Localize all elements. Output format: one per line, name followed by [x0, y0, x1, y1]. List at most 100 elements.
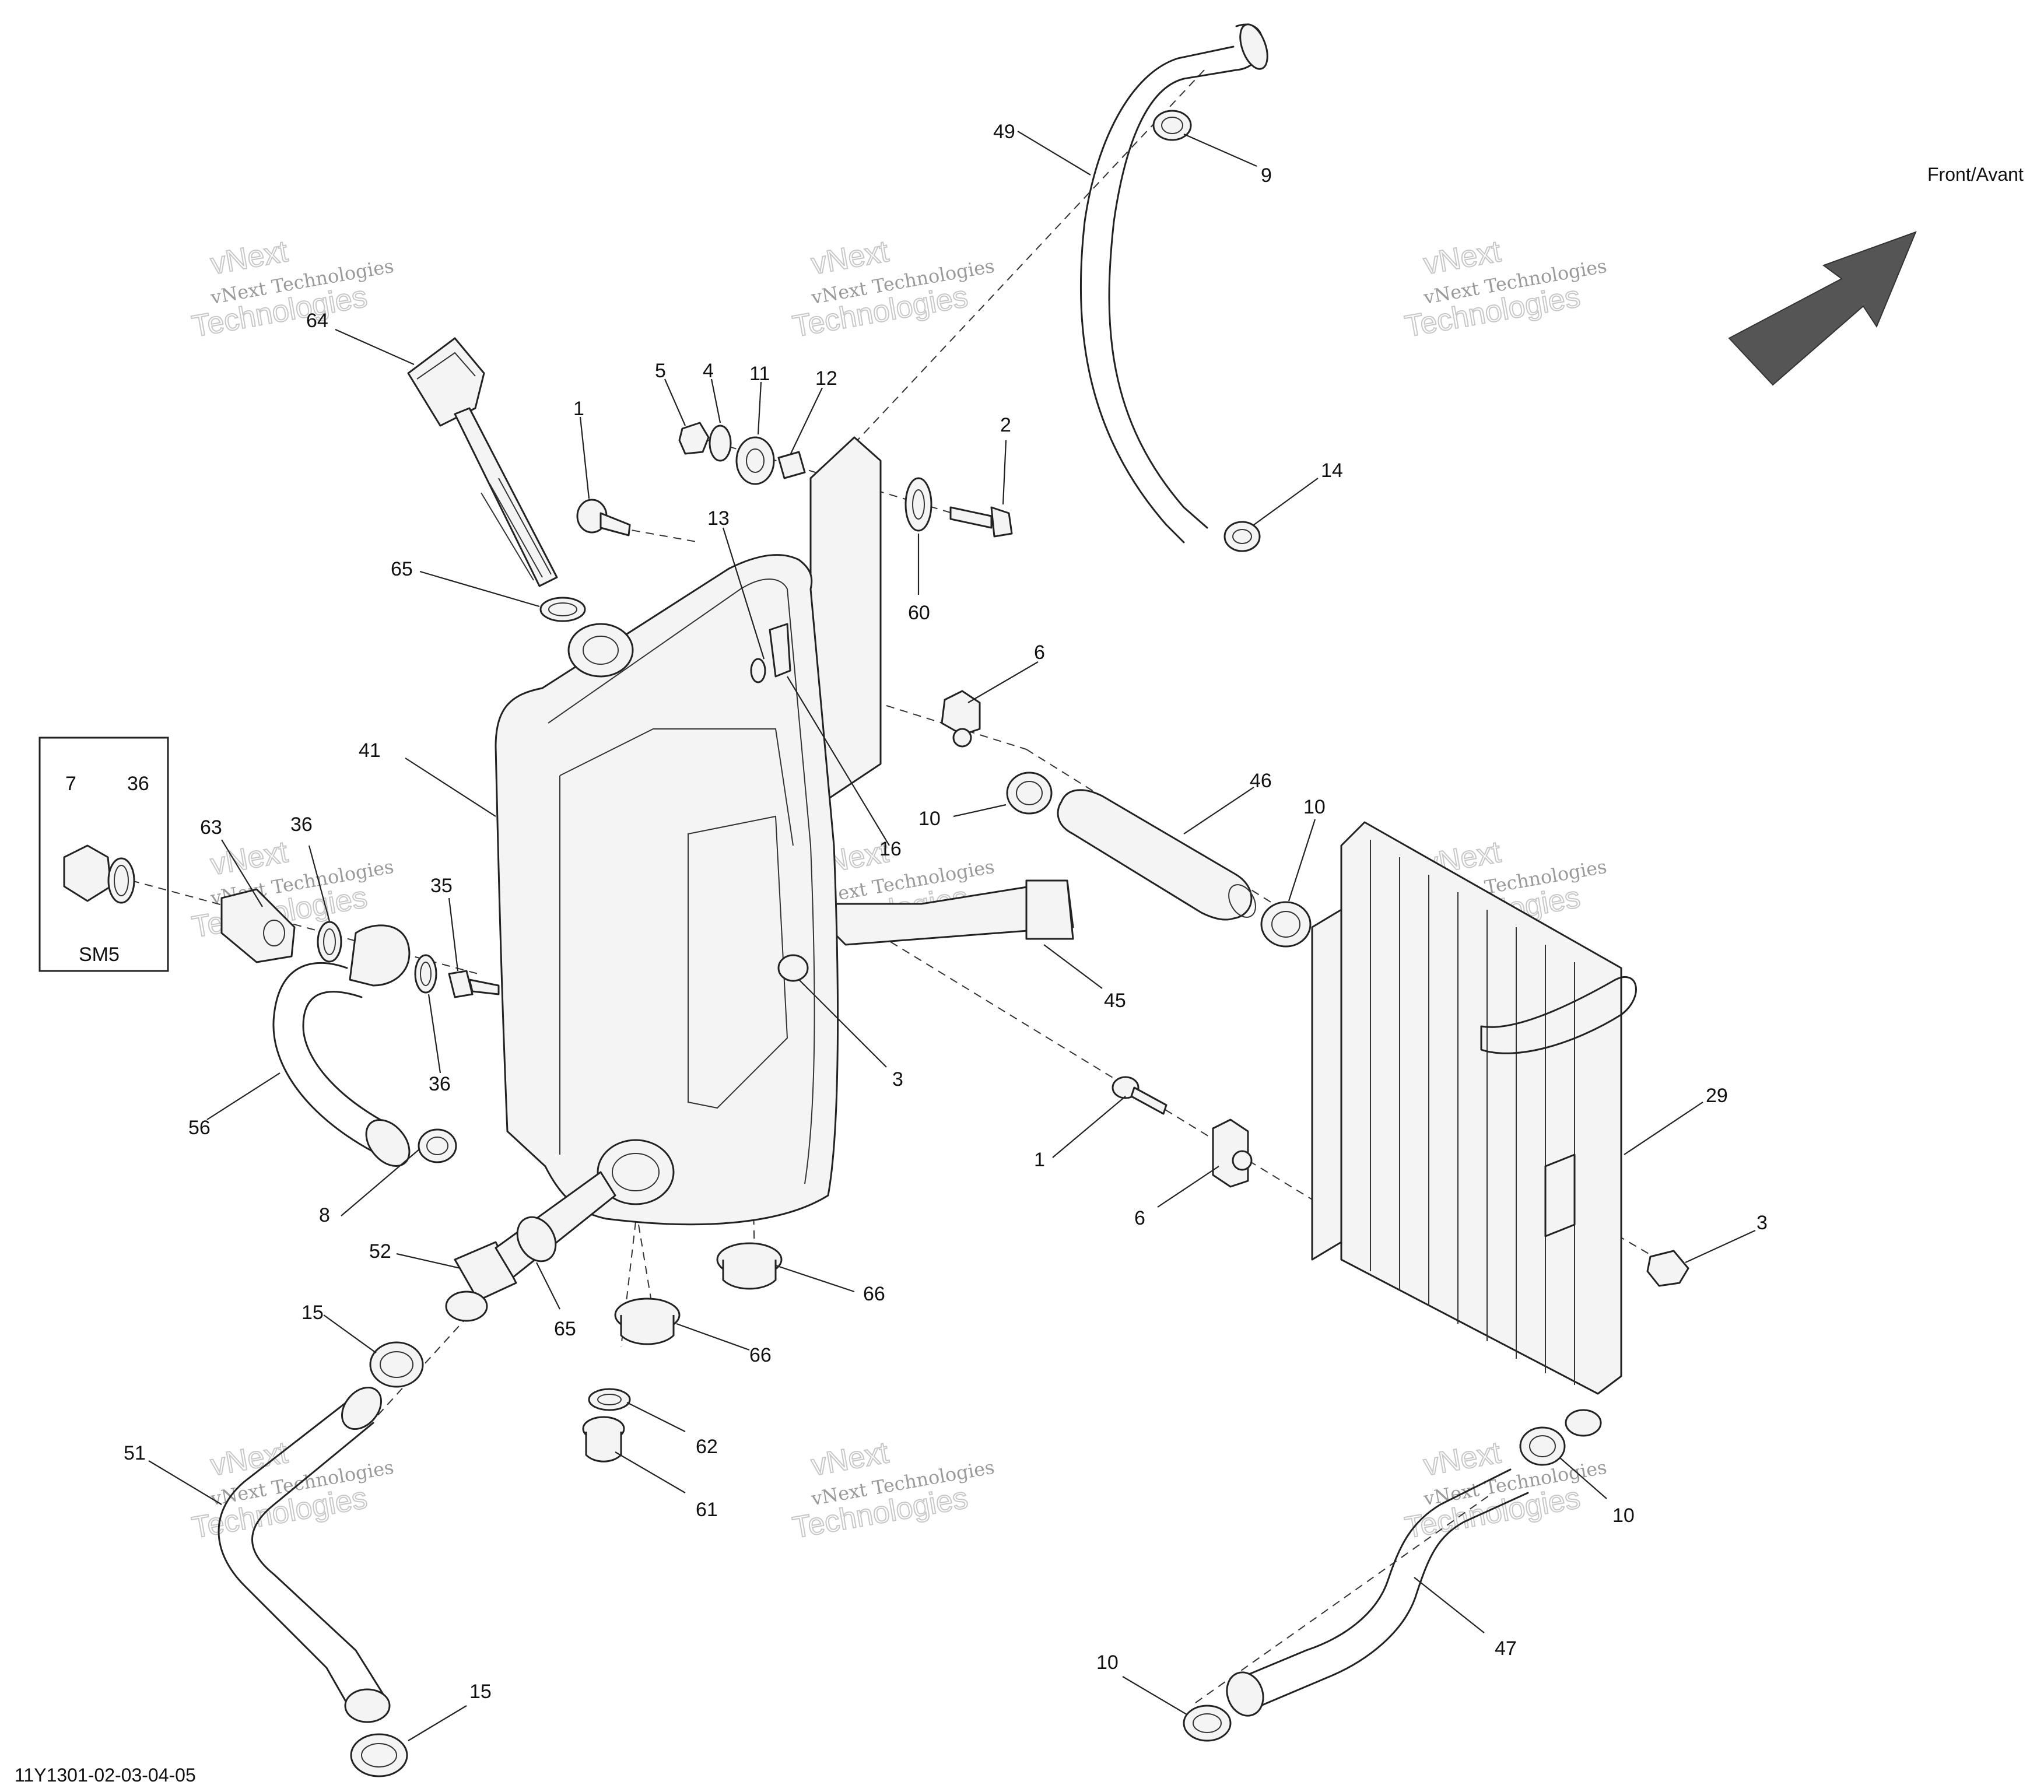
nut-3-left: [777, 954, 809, 982]
sm5-kit-box: [38, 737, 169, 972]
callout-41: 41: [359, 739, 381, 762]
callout-3-right: 3: [1756, 1212, 1768, 1234]
oil-tank-41: [495, 554, 839, 1226]
clamp-10-d: [1183, 1705, 1232, 1742]
clamp-10-c: [1519, 1426, 1566, 1466]
callout-62: 62: [696, 1436, 718, 1458]
callout-14: 14: [1321, 460, 1343, 482]
callout-63: 63: [200, 816, 222, 839]
callout-51: 51: [124, 1442, 146, 1464]
callout-56: 56: [188, 1117, 211, 1139]
bolt-2: [949, 506, 1013, 538]
callout-36-b: 36: [429, 1073, 451, 1095]
hose-46: [1057, 789, 1256, 921]
hose-56: [272, 962, 411, 1167]
callout-46: 46: [1250, 770, 1272, 792]
callout-15-bottom: 15: [469, 1681, 492, 1703]
grommet-66-a: [716, 1242, 783, 1290]
mounting-bracket: [804, 436, 1074, 946]
fitting-63: [220, 888, 296, 963]
callout-10-c: 10: [1612, 1505, 1635, 1527]
callout-66-b: 66: [749, 1344, 772, 1366]
front-direction-arrow: [1728, 231, 1917, 386]
callout-5: 5: [655, 360, 666, 382]
banjo-fitting: [349, 924, 411, 987]
callout-10-b: 10: [1303, 796, 1326, 818]
washer-60: [904, 477, 932, 532]
callout-10-d: 10: [1096, 1651, 1119, 1674]
oil-cooler-29: [1311, 821, 1637, 1437]
callout-65: 65: [391, 558, 413, 580]
callout-1-mid: 1: [1034, 1149, 1045, 1171]
callout-4: 4: [703, 360, 714, 382]
callout-7: 7: [65, 773, 76, 795]
washer-36-a: [317, 921, 342, 963]
callout-2: 2: [1000, 414, 1011, 436]
callout-15-top: 15: [301, 1302, 324, 1324]
hose-47: [1226, 1468, 1529, 1717]
fitting-52: [445, 1171, 616, 1322]
callout-49: 49: [993, 121, 1015, 143]
washer-36-b: [414, 954, 437, 994]
callout-8: 8: [319, 1204, 330, 1226]
dipstick-64: [407, 337, 558, 587]
grommet-11: [735, 436, 775, 485]
callout-66-a: 66: [863, 1283, 885, 1305]
callout-45: 45: [1104, 990, 1126, 1012]
callout-65-b: 65: [554, 1318, 576, 1340]
clamp-15-bottom: [350, 1733, 408, 1777]
callout-11: 11: [749, 363, 770, 385]
clamp-10-a: [1006, 771, 1053, 815]
callout-64: 64: [306, 310, 328, 332]
watermark: vNext vNext Technologies Technologies: [1402, 234, 1608, 344]
clamp-8: [418, 1128, 457, 1163]
grommet-66-b: [614, 1297, 681, 1345]
drain-plug-61: [582, 1416, 625, 1463]
callout-6-mid: 6: [1134, 1207, 1145, 1229]
callout-29: 29: [1706, 1085, 1728, 1107]
callout-numbers: 49 9 14 64 65 5 4 11 12 1 2 60 13 41 6 7…: [65, 121, 1768, 1703]
washer-62: [588, 1388, 631, 1411]
callout-61: 61: [696, 1499, 718, 1521]
bolt-3-right: [1646, 1250, 1689, 1287]
o-ring-65-top: [539, 597, 586, 622]
leader-lines: [148, 131, 1756, 1741]
callout-60: 60: [908, 602, 930, 624]
watermark: vNext vNext Technologies Technologies: [189, 1435, 395, 1545]
callout-9: 9: [1261, 164, 1272, 187]
clamp-15-top: [369, 1341, 424, 1388]
watermark: vNext vNext Technologies Technologies: [790, 1435, 996, 1545]
callout-52: 52: [369, 1240, 391, 1263]
callout-36-a: 36: [290, 813, 313, 836]
callout-35: 35: [430, 875, 453, 897]
spacer-12: [777, 451, 806, 479]
callout-36-kit: 36: [127, 773, 149, 795]
clamp-14: [1223, 521, 1261, 552]
watermark: vNext vNext Technologies Technologies: [790, 234, 996, 344]
callout-47: 47: [1495, 1637, 1517, 1660]
callout-1-top: 1: [573, 398, 584, 420]
washer-4: [709, 425, 732, 462]
front-avant-label: Front/Avant: [1927, 164, 2024, 185]
bolt-35: [448, 970, 500, 998]
watermark: vNext vNext Technologies Technologies: [189, 234, 395, 344]
drawing-number: 11Y1301-02-03-04-05: [15, 1765, 196, 1786]
callout-6-top: 6: [1034, 641, 1045, 664]
clamp-10-b: [1260, 901, 1312, 948]
callout-13: 13: [707, 507, 730, 529]
bolt-1-mid: [1112, 1076, 1168, 1115]
clamp-9: [1152, 110, 1192, 141]
callout-16: 16: [879, 838, 902, 860]
callout-10-a: 10: [918, 808, 941, 830]
nut-5: [678, 422, 710, 455]
callout-12: 12: [815, 367, 837, 390]
sm5-label: SM5: [79, 944, 120, 966]
watermark: vNext vNext Technologies Technologies: [1402, 1435, 1608, 1545]
nut-6-mid: [1212, 1118, 1253, 1188]
hose-51: [218, 1386, 391, 1723]
callout-3-left: 3: [892, 1068, 903, 1090]
clip-13: [750, 623, 791, 683]
hose-49: [1079, 23, 1268, 543]
bolt-1-top: [576, 499, 631, 536]
